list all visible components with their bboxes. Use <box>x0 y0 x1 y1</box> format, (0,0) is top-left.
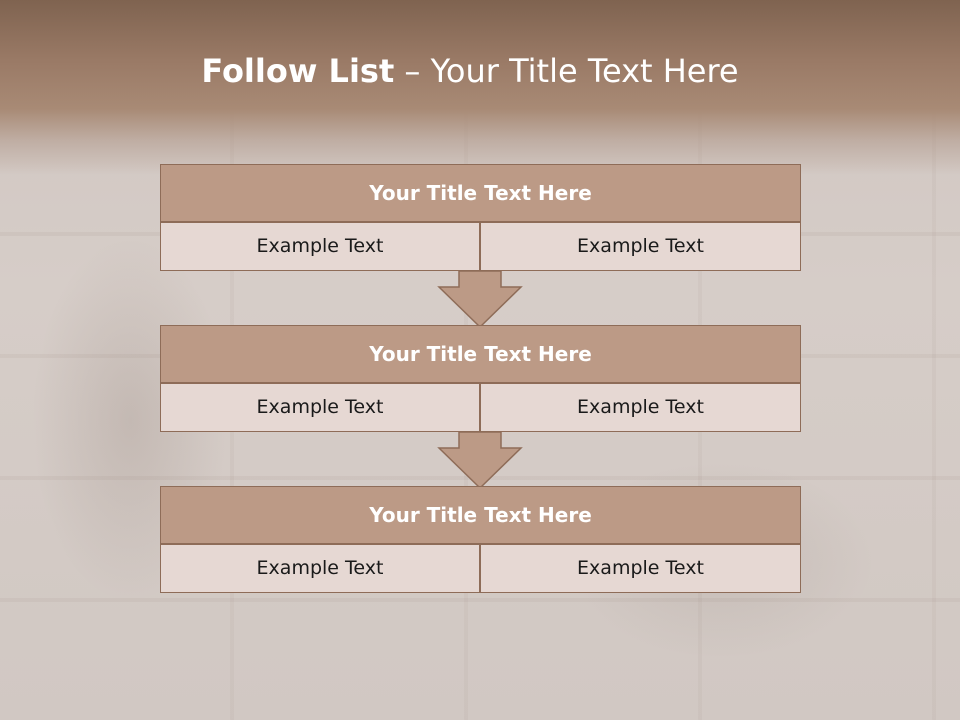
step-text-left: Example Text <box>160 544 480 593</box>
step-text-right: Example Text <box>480 383 801 432</box>
slide-title-rest: – Your Title Text Here <box>394 52 739 90</box>
slide-title-bold: Follow List <box>201 52 395 90</box>
step-text-left: Example Text <box>160 383 480 432</box>
step-title: Your Title Text Here <box>160 486 801 544</box>
step-title: Your Title Text Here <box>160 325 801 383</box>
step-text-right: Example Text <box>480 222 801 271</box>
step-title: Your Title Text Here <box>160 164 801 222</box>
header-band <box>0 0 960 175</box>
step-text-left: Example Text <box>160 222 480 271</box>
step-text-right: Example Text <box>480 544 801 593</box>
slide-title: Follow List – Your Title Text Here <box>0 52 940 90</box>
